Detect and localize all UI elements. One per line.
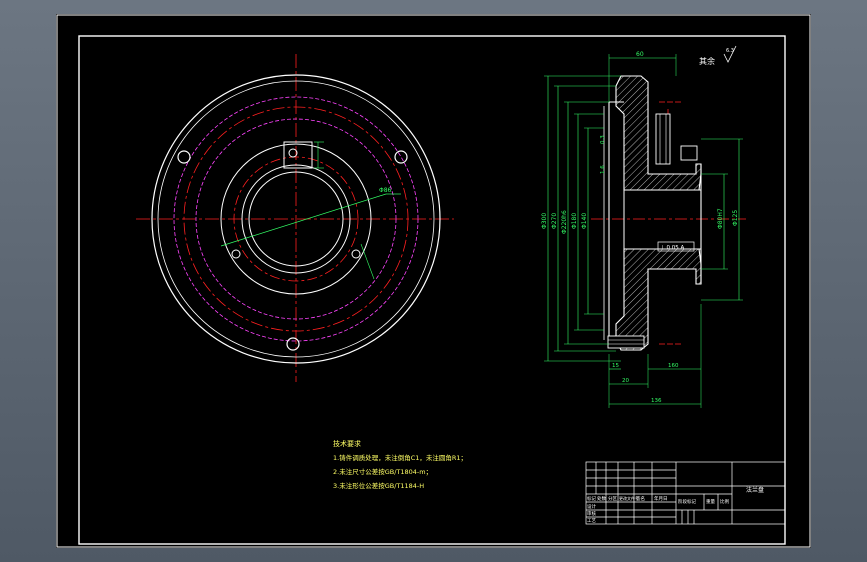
surface-finish-note: 其余 6.3	[699, 45, 737, 66]
keyway-notch	[680, 145, 698, 161]
hidden-step-circle	[195, 118, 397, 320]
roughness-symbol-icon	[723, 45, 737, 63]
title-block-label: 工艺	[587, 518, 596, 524]
lower-bolt-hole	[607, 335, 645, 349]
keyway-slot	[283, 141, 313, 169]
outer-rim-circle	[151, 74, 441, 364]
dim-bottom-1: 15	[612, 363, 619, 369]
dim-bottom-total: 136	[651, 398, 662, 404]
bore-circle	[248, 171, 344, 267]
title-block-label: 更改文件号	[619, 495, 639, 501]
dim-bottom-3: 160	[668, 363, 679, 369]
dim-label: Φ180	[571, 213, 578, 229]
drawing-sheet: Φ86	[56, 14, 811, 548]
bolt-hole	[286, 337, 300, 351]
bolt-holes	[177, 148, 408, 351]
tech-req-item: 2.未注尺寸公差按GB/T1804-m；	[333, 467, 432, 476]
left-diameter-dims: Φ300 Φ270 Φ220h6 Φ180 Φ140	[541, 75, 621, 362]
lower-section-hatch	[615, 248, 702, 351]
title-block-label: 处数	[597, 495, 606, 502]
title-block-label: 审核	[587, 510, 596, 517]
inner-frame	[78, 35, 786, 545]
technical-requirements: 技术要求 1.铸件调质处理，未注倒角C1，未注圆角R1； 2.未注尺寸公差按GB…	[333, 439, 467, 490]
dim-label: Φ125	[732, 210, 739, 226]
title-block-label: 阶段标记	[678, 498, 696, 505]
tech-req-title: 技术要求	[333, 439, 361, 448]
title-block-label: 比例	[720, 498, 729, 505]
dim-label: Φ220h6	[561, 210, 568, 234]
dim-bottom-2: 20	[622, 378, 629, 384]
outer-chamfer-circle	[157, 80, 435, 358]
dim-label: Φ270	[551, 213, 558, 229]
dim-label: Φ300	[541, 213, 548, 229]
part-name: 法兰盘	[746, 486, 764, 494]
tap-hole	[288, 148, 298, 158]
bolt-hole	[177, 150, 191, 164]
section-view: Φ300 Φ270 Φ220h6 Φ180 Φ140 Φ80H7 Φ125 60	[541, 51, 746, 408]
dim-top-width: 60	[636, 51, 644, 58]
dim-label: Φ80H7	[717, 208, 724, 229]
title-block-label: 分区	[608, 495, 617, 502]
surface-finish-label: 其余	[699, 56, 715, 66]
right-diameter-dims: Φ80H7 Φ125	[701, 138, 743, 301]
hidden-recess-circle	[173, 96, 419, 342]
bolt-circle-leader	[220, 193, 387, 247]
title-block	[585, 461, 786, 525]
tolerance-frame	[657, 241, 695, 252]
title-block-label: 年月日	[654, 495, 668, 502]
tech-req-item: 3.未注形位公差按GB/T1184-H	[333, 481, 424, 490]
title-block-label: 设计	[587, 503, 596, 510]
tolerance-frame-text: ⊥ 0.05 A	[660, 245, 685, 251]
cad-drawing: Φ86	[56, 14, 811, 548]
inner-pitch-centerline	[233, 156, 359, 282]
face-label: 1.6	[600, 165, 606, 174]
surface-finish-value: 6.3	[726, 48, 734, 54]
front-view: Φ86	[136, 54, 454, 382]
bore-outer-circle	[241, 164, 351, 274]
title-block-label: 签名	[636, 495, 645, 502]
bore-section	[623, 189, 702, 250]
tech-req-item: 1.铸件调质处理，未注倒角C1，未注圆角R1；	[333, 453, 467, 462]
title-block-label: 重量	[706, 498, 715, 505]
bolt-circle-centerline	[183, 106, 409, 332]
face-label: 0.3	[600, 135, 606, 144]
hub-circle	[220, 143, 372, 295]
tap-hole	[231, 249, 241, 259]
bolt-hole	[394, 150, 408, 164]
tap-hole	[351, 249, 361, 259]
title-block-label: 标记	[587, 495, 596, 502]
outer-frame	[56, 14, 811, 548]
dim-label: Φ140	[581, 213, 588, 229]
upper-tapped-hole	[655, 113, 671, 165]
bolt-circle-label: Φ86	[379, 187, 392, 194]
